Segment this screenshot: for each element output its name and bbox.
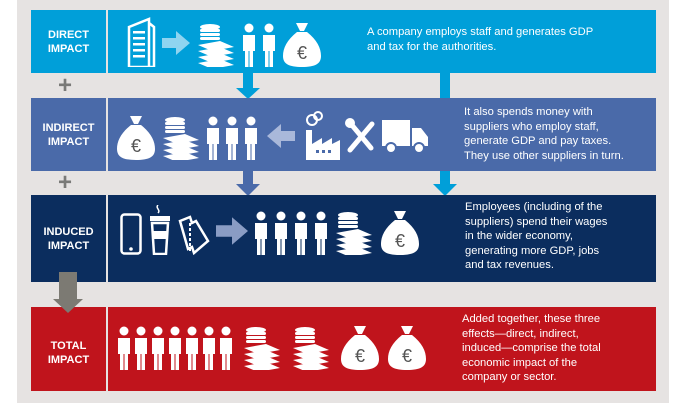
total-arrow-down-icon [59, 272, 77, 300]
flow-arrow-down-icon [243, 171, 253, 185]
flow-arrow-down-icon [433, 184, 457, 196]
person-icon [206, 116, 220, 160]
person-icon [185, 326, 199, 370]
coins-banknotes-icon [196, 23, 236, 67]
coins-banknotes-icon [334, 211, 374, 255]
money-bag-euro-icon [282, 21, 322, 67]
flow-arrow-down-icon [236, 88, 260, 99]
person-icon [117, 326, 131, 370]
person-icon [151, 326, 165, 370]
person-icon [225, 116, 239, 160]
building-icon [126, 17, 156, 67]
truck-icon [382, 118, 428, 154]
money-bag-euro-icon [116, 114, 156, 160]
person-icon [168, 326, 182, 370]
money-bag-euro-icon [380, 209, 420, 255]
factory-icon [304, 110, 340, 160]
person-icon [219, 326, 233, 370]
smartphone-icon [120, 213, 142, 255]
coins-banknotes-icon [291, 326, 331, 370]
coins-banknotes-icon [161, 116, 201, 160]
ticket-icon [178, 215, 210, 255]
tools-icon [345, 118, 377, 154]
flow-arrow-down-icon [236, 184, 260, 196]
plus-sign: + [58, 169, 73, 196]
flow-arrow-down-icon [440, 73, 450, 99]
arrow-right-icon [216, 217, 248, 245]
coffee-cup-icon [148, 205, 172, 255]
person-icon [244, 116, 258, 160]
money-bag-euro-icon [387, 324, 427, 370]
plus-sign: + [58, 72, 73, 99]
person-icon [262, 23, 276, 67]
person-icon [202, 326, 216, 370]
person-icon [274, 211, 288, 255]
person-icon [314, 211, 328, 255]
person-icon [134, 326, 148, 370]
flow-arrow-down-icon [440, 171, 450, 185]
flow-arrow-down-icon [243, 73, 253, 89]
money-bag-euro-icon [340, 324, 380, 370]
arrow-right-icon [162, 31, 190, 55]
person-icon [254, 211, 268, 255]
direct-impact-panel: A company employs staff and generates GD… [108, 10, 656, 73]
arrow-left-icon [267, 124, 295, 148]
person-icon [294, 211, 308, 255]
coins-banknotes-icon [242, 326, 282, 370]
total-arrow-down-icon [53, 299, 83, 313]
person-icon [242, 23, 256, 67]
